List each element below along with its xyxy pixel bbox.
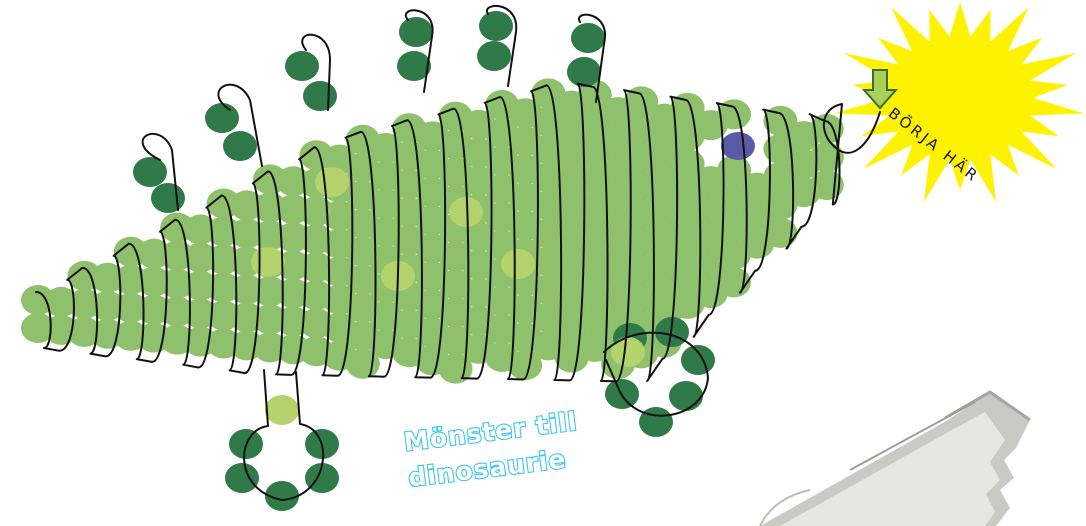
body-beads bbox=[21, 78, 844, 383]
accent-bead bbox=[611, 337, 645, 367]
dark-bead bbox=[303, 81, 337, 111]
body-bead bbox=[717, 267, 751, 297]
dark-bead bbox=[571, 23, 605, 53]
dark-bead bbox=[151, 183, 185, 213]
dark-bead bbox=[669, 381, 703, 411]
accent-bead bbox=[251, 247, 285, 277]
dark-bead bbox=[225, 463, 259, 493]
dark-bead bbox=[133, 157, 167, 187]
dark-bead bbox=[479, 11, 513, 41]
key-icon bbox=[760, 392, 1030, 526]
accent-bead bbox=[501, 249, 535, 279]
dark-bead bbox=[681, 345, 715, 375]
dark-bead bbox=[205, 103, 239, 133]
dark-bead bbox=[399, 17, 433, 47]
dark-bead bbox=[567, 57, 601, 87]
eye-bead bbox=[721, 132, 755, 160]
accent-bead bbox=[449, 197, 483, 227]
dark-bead bbox=[223, 131, 257, 161]
accent-bead bbox=[315, 167, 349, 197]
dark-bead bbox=[285, 51, 319, 81]
dark-bead bbox=[477, 41, 511, 71]
accent-bead bbox=[265, 395, 299, 425]
